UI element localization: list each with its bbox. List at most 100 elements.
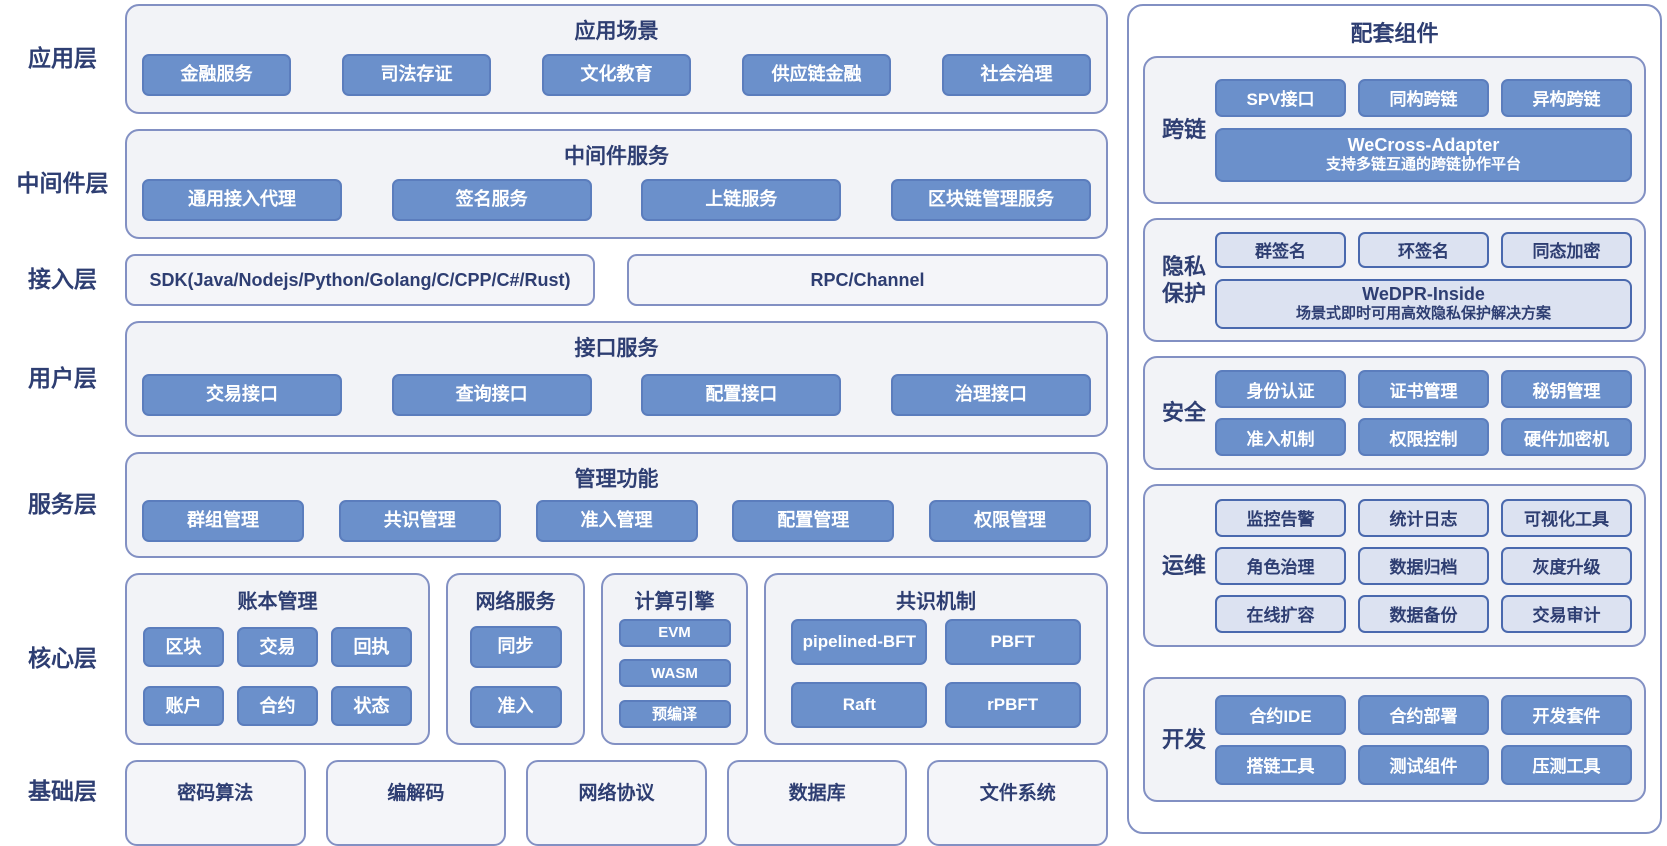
layer-row-2: 接入层 SDK(Java/Nodejs/Python/Golang/C/CPP/C… xyxy=(0,254,1108,306)
sidebar-button: 统计日志 xyxy=(1358,498,1489,537)
sidebar-button-grid: 群签名环签名同态加密 xyxy=(1215,231,1632,268)
architecture-diagram: 应用层 应用场景金融服务司法存证文化教育供应链金融社会治理中间件层 中间件服务通用接… xyxy=(17,4,1662,846)
button-row: 群组管理共识管理准入管理配置管理权限管理 xyxy=(127,493,1106,556)
layer-row-0: 应用层 应用场景金融服务司法存证文化教育供应链金融社会治理 xyxy=(0,4,1108,114)
group-title: 网络服务 xyxy=(475,591,556,613)
plain-box: 编解码 xyxy=(325,760,507,846)
plain-box-row: SDK(Java/Nodejs/Python/Golang/C/CPP/C#/R… xyxy=(125,254,1108,306)
layer-button: 准入管理 xyxy=(535,499,698,542)
sidebar-button: 异构跨链 xyxy=(1501,78,1632,117)
sidebar-button: 证书管理 xyxy=(1358,370,1489,408)
plain-box: 文件系统 xyxy=(927,760,1108,846)
plain-box: 网络协议 xyxy=(526,760,707,846)
core-button: EVM xyxy=(618,618,731,647)
plain-box-row: 密码算法编解码网络协议数据库文件系统 xyxy=(125,760,1108,846)
layer-button: 通用接入代理 xyxy=(142,178,342,221)
group-body: 同步准入 xyxy=(448,614,583,743)
core-button: 预编译 xyxy=(618,700,731,729)
layer-content: 应用场景金融服务司法存证文化教育供应链金融社会治理 xyxy=(125,4,1108,114)
sidebar-button: 搭链工具 xyxy=(1215,744,1346,785)
layer-label: 用户层 xyxy=(28,365,97,392)
plain-box: 密码算法 xyxy=(125,760,306,846)
sidebar-button-grid: 身份认证证书管理秘钥管理准入机制权限控制硬件加密机 xyxy=(1215,370,1632,456)
layer-content: SDK(Java/Nodejs/Python/Golang/C/CPP/C#/R… xyxy=(125,254,1108,306)
layers-column: 应用层 应用场景金融服务司法存证文化教育供应链金融社会治理中间件层 中间件服务通用接… xyxy=(0,4,1108,846)
core-button: rPBFT xyxy=(944,681,1081,728)
sidebar-banner-subtitle: 场景式即时可用高效隐私保护解决方案 xyxy=(1295,305,1551,323)
layer-content: 密码算法编解码网络协议数据库文件系统 xyxy=(125,760,1108,846)
layer-row-6: 基础层密码算法编解码网络协议数据库文件系统 xyxy=(0,760,1108,846)
layer-panel: 应用场景金融服务司法存证文化教育供应链金融社会治理 xyxy=(125,4,1108,114)
sidebar-button: 数据归档 xyxy=(1358,546,1489,585)
layer-row-4: 服务层管理功能群组管理共识管理准入管理配置管理权限管理 xyxy=(0,452,1108,558)
core-button: 区块 xyxy=(143,627,224,667)
sidebar-title: 配套组件 xyxy=(1350,21,1439,46)
layer-label: 中间件层 xyxy=(16,170,109,197)
sidebar-button: 监控告警 xyxy=(1215,498,1346,537)
sidebar-banner-title: WeCross-Adapter xyxy=(1347,134,1500,155)
layer-row-3: 用户层 接口服务交易接口查询接口配置接口治理接口 xyxy=(0,321,1108,437)
sidebar-button: 角色治理 xyxy=(1215,546,1346,585)
core-button: Raft xyxy=(791,681,928,728)
sidebar-button: 灰度升级 xyxy=(1501,546,1632,585)
group-body: 区块交易回执账户合约状态 xyxy=(127,614,428,743)
layer-content: 中间件服务通用接入代理签名服务上链服务区块链管理服务 xyxy=(125,129,1108,239)
sidebar-button-grid: SPV接口同构跨链异构跨链 xyxy=(1215,78,1632,117)
panel-title: 接口服务 xyxy=(574,337,659,360)
panel-title: 中间件服务 xyxy=(564,145,669,168)
layer-label: 应用层 xyxy=(28,45,97,72)
core-group: 网络服务同步准入 xyxy=(446,573,585,745)
plain-box: 数据库 xyxy=(726,760,908,846)
sidebar-button: 可视化工具 xyxy=(1501,498,1632,537)
core-button: PBFT xyxy=(944,619,1081,666)
sidebar-banner-subtitle: 支持多链互通的跨链协作平台 xyxy=(1325,156,1521,174)
plain-box: RPC/Channel xyxy=(627,254,1108,306)
sidebar-section-content: 监控告警统计日志可视化工具角色治理数据归档灰度升级在线扩容数据备份交易审计 xyxy=(1215,498,1632,633)
sidebar-button: SPV接口 xyxy=(1215,78,1346,117)
layer-content: 接口服务交易接口查询接口配置接口治理接口 xyxy=(125,321,1108,437)
layer-button: 权限管理 xyxy=(929,499,1091,542)
core-button: 状态 xyxy=(331,686,412,726)
layer-button: 社会治理 xyxy=(942,53,1091,96)
layer-panel: 接口服务交易接口查询接口配置接口治理接口 xyxy=(125,321,1108,437)
sidebar-button: 权限控制 xyxy=(1358,418,1489,456)
button-row: 交易接口查询接口配置接口治理接口 xyxy=(127,362,1106,435)
sidebar-button: 压测工具 xyxy=(1501,744,1632,785)
sidebar-banner-title: WeDPR-Inside xyxy=(1362,283,1485,304)
layer-button: 群组管理 xyxy=(142,499,304,542)
core-button: 合约 xyxy=(237,686,318,726)
sidebar-button: 数据备份 xyxy=(1358,594,1489,633)
core-button: 账户 xyxy=(143,686,224,726)
sidebar-button: 在线扩容 xyxy=(1215,594,1346,633)
sidebar-button: 身份认证 xyxy=(1215,370,1346,408)
sidebar-button: 合约部署 xyxy=(1358,694,1489,735)
core-button: 同步 xyxy=(469,625,562,668)
sidebar-button: 秘钥管理 xyxy=(1501,370,1632,408)
panel-title: 应用场景 xyxy=(574,20,659,43)
plain-box: SDK(Java/Nodejs/Python/Golang/C/CPP/C#/R… xyxy=(125,254,595,306)
layer-button: 配置接口 xyxy=(641,373,842,416)
core-group: 账本管理区块交易回执账户合约状态 xyxy=(125,573,430,745)
group-title: 计算引擎 xyxy=(634,591,715,613)
sidebar-button: 硬件加密机 xyxy=(1501,418,1632,456)
layer-button: 签名服务 xyxy=(391,178,592,221)
layer-label: 服务层 xyxy=(28,491,97,518)
sidebar-button-grid: 监控告警统计日志可视化工具角色治理数据归档灰度升级在线扩容数据备份交易审计 xyxy=(1215,498,1632,633)
sidebar-button: 准入机制 xyxy=(1215,418,1346,456)
layer-label: 接入层 xyxy=(28,266,97,293)
sidebar-button: 同态加密 xyxy=(1501,231,1632,268)
core-button: 准入 xyxy=(469,685,562,728)
